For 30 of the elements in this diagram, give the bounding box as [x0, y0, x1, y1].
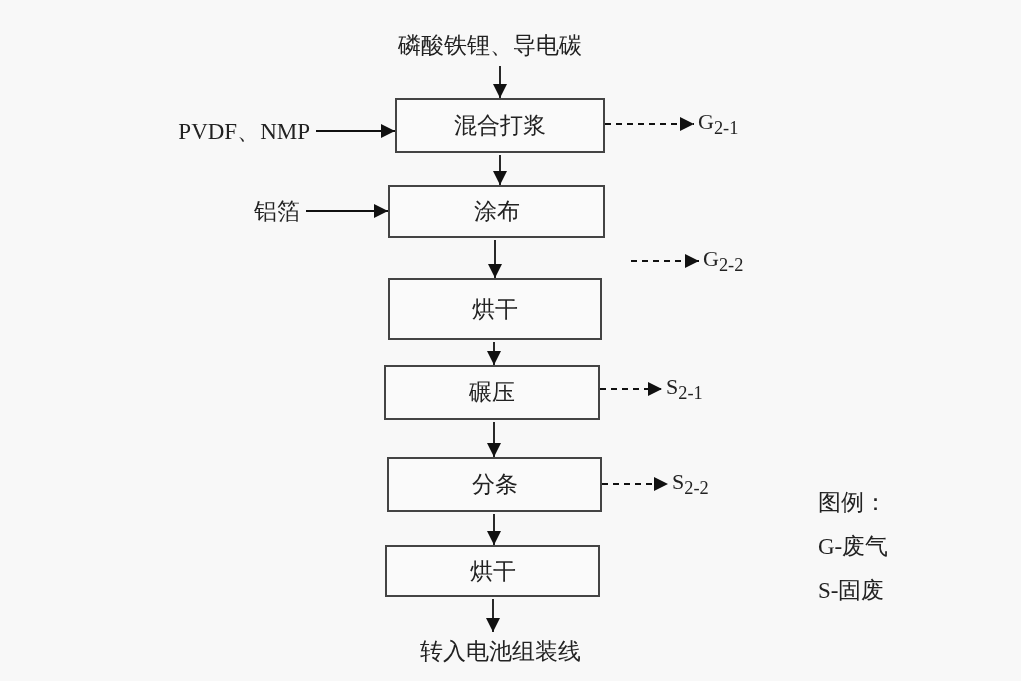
legend-entry: G-废气	[818, 533, 889, 561]
process-box: 烘干	[388, 278, 602, 340]
legend-entry: S-固废	[818, 577, 886, 605]
arrow	[487, 341, 501, 366]
arrow	[305, 204, 389, 218]
material-label: 转入电池组装线	[380, 632, 620, 670]
emission-label: G$_{2-1}$	[698, 106, 760, 142]
legend-title: 图例：	[818, 489, 888, 517]
material-label: 磷酸铁锂、导电碳	[360, 26, 620, 64]
emission-label: S$_{2-2}$	[672, 466, 734, 502]
arrow	[486, 598, 500, 633]
dashed-arrow	[630, 254, 700, 268]
process-box: 碾压	[384, 365, 600, 420]
material-label: PVDF、NMP	[120, 112, 310, 150]
arrow	[493, 65, 507, 99]
process-box: 涂布	[388, 185, 605, 238]
dashed-arrow	[599, 382, 663, 396]
process-box: 混合打浆	[395, 98, 605, 153]
arrow	[493, 154, 507, 186]
material-label: 铝箔	[222, 192, 300, 230]
arrow	[487, 421, 501, 458]
arrow	[315, 124, 396, 138]
dashed-arrow	[604, 117, 695, 131]
emission-label: G$_{2-2}$	[703, 243, 765, 279]
process-box: 分条	[387, 457, 602, 512]
dashed-arrow	[601, 477, 669, 491]
process-box: 烘干	[385, 545, 600, 597]
arrow	[487, 513, 501, 546]
emission-label: S$_{2-1}$	[666, 371, 728, 407]
arrow	[488, 239, 502, 279]
